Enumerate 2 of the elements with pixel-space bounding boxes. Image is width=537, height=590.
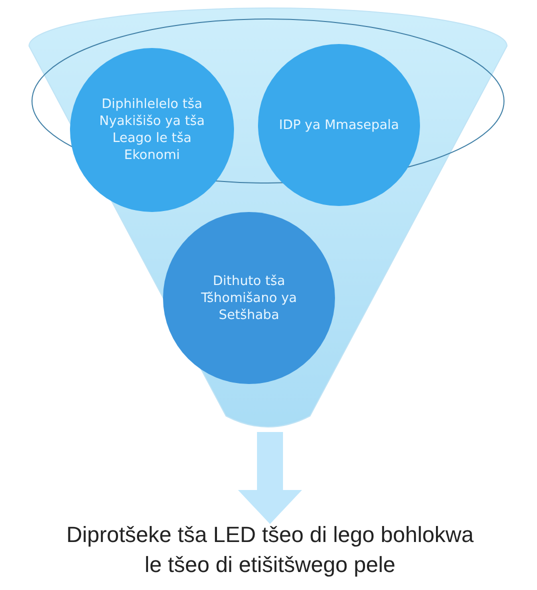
result-text: Diprotšeke tša LED tšeo di lego bohlokwa le tšeo di etišitšwego pele [60,520,480,582]
block-arrow [238,432,302,524]
